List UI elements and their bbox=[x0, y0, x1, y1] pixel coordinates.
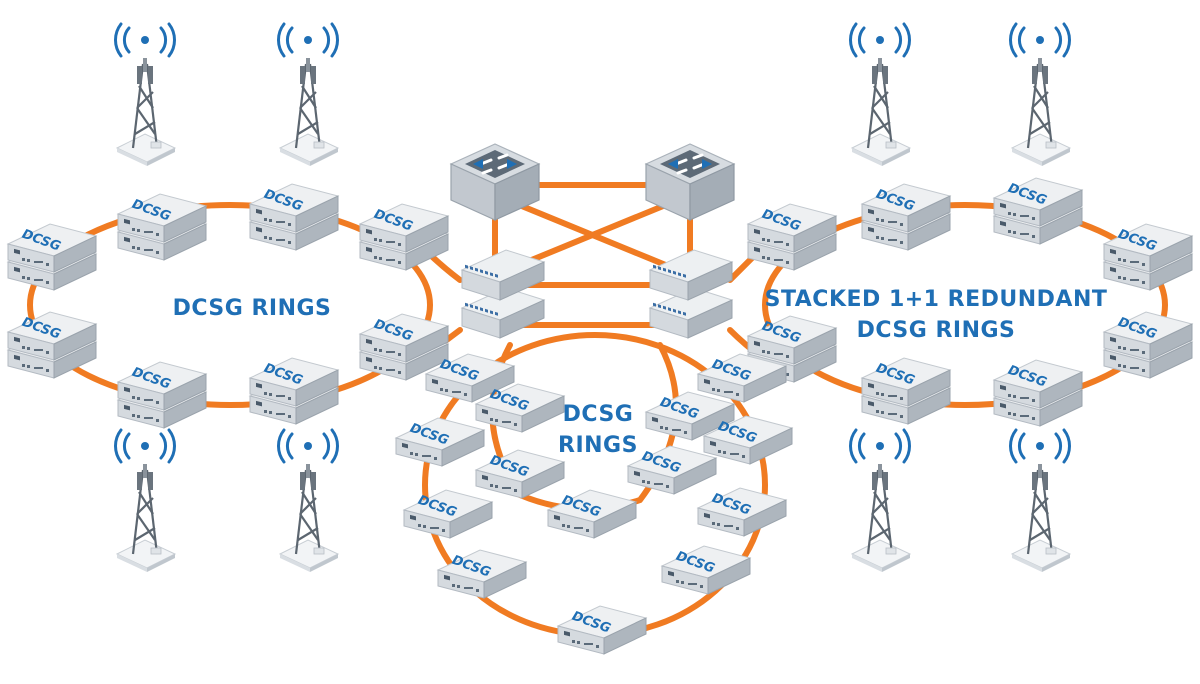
dcsg-device-icon: DCSG bbox=[360, 314, 448, 380]
dcsg-device-icon: DCSG bbox=[118, 194, 206, 260]
dcsg-device-icon: DCSG bbox=[645, 391, 735, 441]
dcsg-device-icon: DCSG bbox=[1104, 224, 1192, 290]
center-ring-label-line2: RINGS bbox=[558, 433, 638, 458]
dcsg-device-icon: DCSG bbox=[697, 487, 787, 537]
right-ring-label-line1: STACKED 1+1 REDUNDANT bbox=[765, 287, 1108, 312]
dcsg-device-icon: DCSG bbox=[661, 545, 751, 595]
aggregation-switch-icon bbox=[649, 249, 733, 301]
dcsg-device-icon: DCSG bbox=[425, 353, 515, 403]
left-ring-link bbox=[27, 202, 433, 408]
dcsg-device-icon: DCSG bbox=[403, 489, 493, 539]
dcsg-device-icon: DCSG bbox=[360, 204, 448, 270]
dcsg-device-icon: DCSG bbox=[1104, 312, 1192, 378]
cell-tower-icon bbox=[113, 428, 177, 574]
cell-tower-icon bbox=[1008, 22, 1072, 168]
dcsg-device-icon: DCSG bbox=[250, 358, 338, 424]
right-ring-link bbox=[762, 202, 1168, 408]
dcsg-device-icon: DCSG bbox=[557, 605, 647, 655]
cell-tower-icon bbox=[113, 22, 177, 168]
left-ring-label: DCSG RINGS bbox=[173, 296, 332, 321]
dcsg-device-icon: DCSG bbox=[475, 383, 565, 433]
cell-tower-icon bbox=[276, 22, 340, 168]
dcsg-device-icon: DCSG bbox=[862, 358, 950, 424]
dcsg-device-icon: DCSG bbox=[8, 224, 96, 290]
dcsg-device-icon: DCSG bbox=[8, 312, 96, 378]
dcsg-device-icon: DCSG bbox=[862, 184, 950, 250]
center-ring-label-line1: DCSG bbox=[563, 402, 634, 427]
cell-tower-icon bbox=[1008, 428, 1072, 574]
dcsg-device-icon: DCSG bbox=[475, 449, 565, 499]
dcsg-device-icon: DCSG bbox=[994, 178, 1082, 244]
dcsg-device-icon: DCSG bbox=[703, 415, 793, 465]
dcsg-device-icon: DCSG bbox=[748, 316, 836, 382]
dcsg-device-icon: DCSG bbox=[437, 549, 527, 599]
cell-tower-icon bbox=[848, 428, 912, 574]
dcsg-device-icon: DCSG bbox=[627, 445, 717, 495]
dcsg-device-icon: DCSG bbox=[250, 184, 338, 250]
dcsg-device-icon: DCSG bbox=[994, 360, 1082, 426]
cell-tower-icon bbox=[848, 22, 912, 168]
dcsg-device-icon: DCSG bbox=[118, 362, 206, 428]
dcsg-device-icon: DCSG bbox=[395, 417, 485, 467]
cell-tower-icon bbox=[276, 428, 340, 574]
dcsg-device-icon: DCSG bbox=[748, 204, 836, 270]
right-ring-label-line2: DCSG RINGS bbox=[857, 318, 1016, 343]
dcsg-device-icon: DCSG bbox=[547, 489, 637, 539]
dcsg-device-icon: DCSG bbox=[697, 353, 787, 403]
